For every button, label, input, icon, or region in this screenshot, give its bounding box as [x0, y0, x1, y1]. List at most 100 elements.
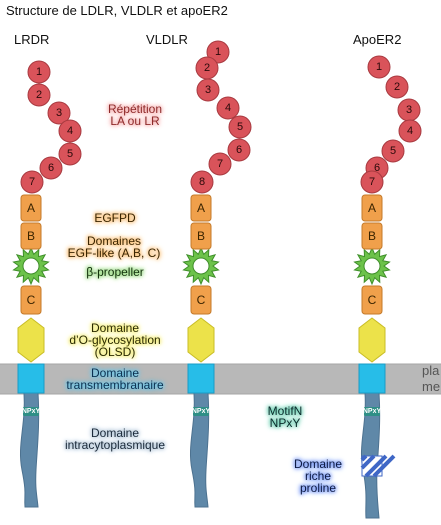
- la-repeat-number: 4: [407, 125, 413, 137]
- la-repeat-number: 2: [36, 89, 42, 101]
- la-repeat-circle: [206, 40, 230, 64]
- la-repeat-number: 3: [56, 107, 62, 119]
- membrane-label-line1: pla: [422, 363, 440, 378]
- la-repeat-number: 6: [236, 144, 242, 156]
- la-repeat-circle: [27, 83, 51, 107]
- la-repeat-circle: [228, 115, 252, 139]
- egf-a-box: [20, 194, 42, 222]
- membrane-label-line2: me: [422, 379, 441, 394]
- egf-b-text: B: [27, 229, 35, 243]
- receptor-name-apoer2: ApoER2: [353, 32, 402, 47]
- npxy-marker: [23, 407, 39, 416]
- egf-a-text: A: [27, 201, 35, 215]
- intracytoplasmic-label-line1: Domaine: [90, 426, 140, 440]
- transmembrane-label-line1: Domaine: [90, 366, 140, 380]
- la-repeat-circle: [58, 142, 82, 166]
- olsd-hexagon: [187, 317, 215, 363]
- npxy-text: NPxY: [22, 408, 41, 415]
- npxy-motif-label-line1: MotifN: [267, 404, 303, 418]
- egf-c-box: [20, 285, 42, 315]
- egf-c-text: C: [368, 293, 377, 307]
- la-repeat-circle: [39, 156, 63, 180]
- npxy-motif-label: MotifN NPxY: [255, 405, 315, 429]
- intracytoplasmic-label-line2: intracytoplasmique: [64, 438, 166, 452]
- la-repeat-number: 1: [376, 61, 382, 73]
- la-repeat-circle: [47, 101, 71, 125]
- la-repeat-circle: [58, 119, 82, 143]
- proline-outline: [361, 455, 383, 477]
- receptor-name-vldlr: VLDLR: [146, 32, 188, 47]
- transmembrane-domain: [187, 363, 215, 394]
- egf-b-box: [190, 222, 212, 250]
- la-repeat-number: 3: [406, 104, 412, 116]
- egf-b-text: B: [197, 229, 205, 243]
- olsd-label-line2: d’O-glycosylation: [69, 333, 161, 347]
- beta-propeller-core: [363, 257, 381, 275]
- egf-a-text: A: [368, 201, 376, 215]
- npxy-marker: [364, 407, 380, 416]
- egf-c-text: C: [27, 293, 36, 307]
- egf-a-text: A: [197, 201, 205, 215]
- la-repeat-number: 7: [217, 158, 223, 170]
- la-repeat-number: 2: [204, 62, 210, 74]
- olsd-label-line1: Domaine: [90, 321, 140, 335]
- proline-stripe: [360, 454, 376, 470]
- la-repeat-label-line1: Répétition: [107, 102, 163, 116]
- receptor-lrdr: NPxY C BA 1 2 34 5 6 7: [12, 60, 82, 508]
- la-repeat-number: 5: [237, 121, 243, 133]
- la-repeat-number: 7: [29, 176, 35, 188]
- proline-domain-label: Domaine riche proline: [283, 458, 353, 494]
- egf-b-text: B: [368, 229, 376, 243]
- egf-a-box: [361, 194, 383, 222]
- proline-stripe: [360, 454, 368, 462]
- la-repeat-number: 4: [225, 102, 231, 114]
- intracellular-tail: [189, 392, 210, 508]
- npxy-text: NPxY: [192, 408, 211, 415]
- diagram-title: Structure de LDLR, VLDLR et apoER2: [6, 3, 228, 18]
- receptor-name-ldlr: LRDR: [14, 32, 50, 47]
- proline-domain-label-line2: riche: [304, 469, 331, 483]
- egf-like-label: Domaines EGF-like (A,B, C): [62, 235, 166, 259]
- la-repeat-circle: [196, 78, 220, 102]
- beta-propeller-core: [22, 257, 40, 275]
- la-repeat-circle: [27, 60, 51, 84]
- la-repeat-number: 6: [374, 162, 380, 174]
- la-repeat-circle: [360, 170, 384, 194]
- la-repeat-label-line2: LA ou LR: [110, 114, 160, 128]
- la-repeat-circle: [216, 96, 240, 120]
- intracellular-tail: [19, 392, 40, 508]
- transmembrane-label: Domaine transmembranaire: [58, 367, 172, 391]
- egf-like-label-line1: Domaines: [86, 234, 142, 248]
- la-repeat-number: 5: [67, 148, 73, 160]
- la-repeat-number: 3: [205, 84, 211, 96]
- proline-domain-label-line1: Domaine: [293, 457, 343, 471]
- la-repeat-number: 4: [67, 125, 73, 137]
- npxy-motif-label-line2: NPxY: [269, 416, 301, 430]
- egf-b-box: [361, 222, 383, 250]
- beta-propeller-core: [192, 257, 210, 275]
- la-repeat-circle: [20, 170, 44, 194]
- npxy-marker: [193, 407, 209, 416]
- la-repeat-circle: [227, 138, 251, 162]
- transmembrane-label-line2: transmembranaire: [66, 378, 164, 392]
- la-repeat-number: 1: [36, 66, 42, 78]
- egf-c-box: [361, 285, 383, 315]
- la-repeat-circle: [208, 152, 232, 176]
- la-repeat-number: 7: [369, 176, 375, 188]
- la-repeat-circle: [190, 170, 214, 194]
- beta-propeller-label: β-propeller: [86, 265, 144, 279]
- la-repeat-number: 2: [394, 81, 400, 93]
- olsd-label: Domaine d’O-glycosylation (OLSD): [58, 322, 172, 358]
- proline-stripe: [372, 454, 396, 478]
- egf-like-label-line2: EGF-like (A,B, C): [67, 246, 161, 260]
- la-repeat-circle: [385, 75, 409, 99]
- la-repeat-number: 6: [48, 162, 54, 174]
- receptor-group: NPxYCBA1234567NPxYCBA12345678NPxYCBA1234…: [12, 40, 422, 519]
- olsd-hexagon: [17, 317, 45, 363]
- la-repeat-circle: [381, 139, 405, 163]
- transmembrane-domain: [17, 363, 45, 394]
- egf-a-box: [190, 194, 212, 222]
